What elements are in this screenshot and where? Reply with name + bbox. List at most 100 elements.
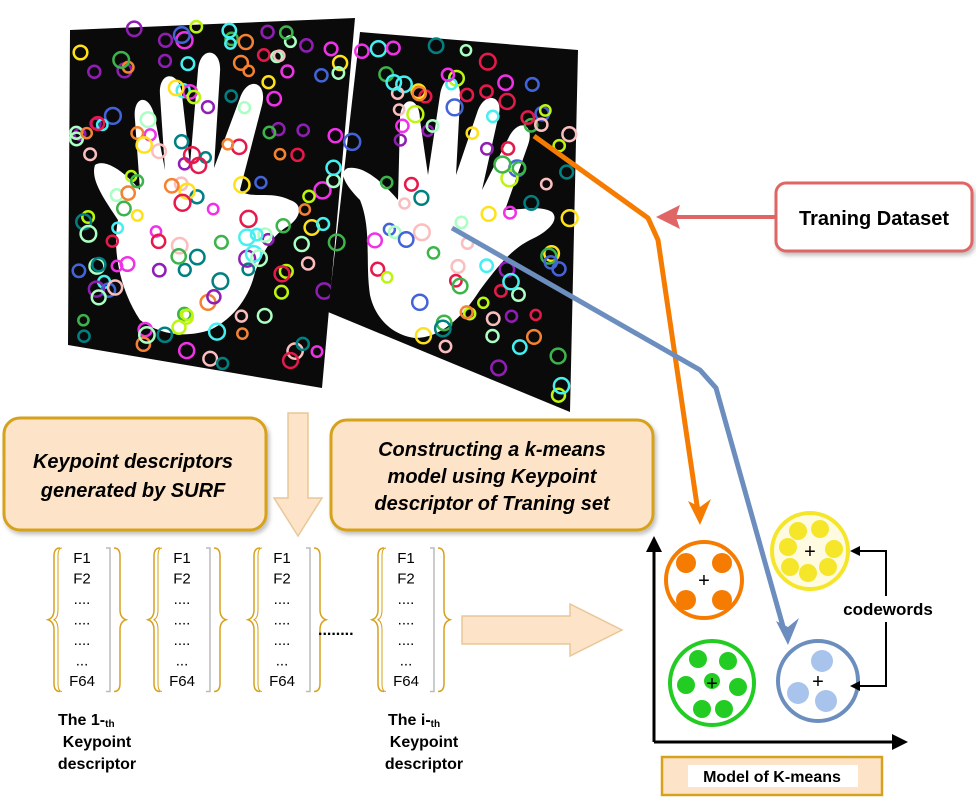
keypoint-ring-icon <box>90 289 107 306</box>
keypoint-ring-icon <box>170 248 188 265</box>
cluster-member-point <box>676 553 696 573</box>
keypoint-ring-icon <box>278 25 294 40</box>
keypoint-ring-icon <box>266 90 283 107</box>
keypoint-ring-icon <box>72 44 89 61</box>
keypoint-ring-icon <box>241 262 256 277</box>
keypoint-ring-icon <box>478 52 497 71</box>
training-dataset-box: Traning Dataset <box>774 181 974 253</box>
keypoint-ring-icon <box>298 203 312 216</box>
keypoint-ring-icon <box>157 53 173 69</box>
centroid-icon: + <box>812 671 824 693</box>
keypoint-ring-icon <box>327 127 344 144</box>
training-arrow <box>656 205 776 229</box>
cluster-member-point <box>781 558 799 576</box>
keypoint-ring-icon <box>500 141 516 156</box>
keypoint-ring-icon <box>561 126 578 143</box>
descriptor-feature: .... <box>174 591 191 608</box>
keypoint-ring-icon <box>413 189 430 207</box>
keypoint-ring-icon <box>221 22 238 39</box>
descriptor-feature: F1 <box>173 550 191 567</box>
keypoint-ring-icon <box>178 182 196 200</box>
keypoint-ring-icon <box>68 131 85 147</box>
keypoint-ring-icon <box>485 311 501 327</box>
orange-flow-arrow <box>532 133 701 513</box>
right-brace-icon <box>437 547 453 693</box>
centroid-icon: + <box>804 541 816 563</box>
keypoint-ring-icon <box>151 143 168 160</box>
keypoint-ring-icon <box>403 176 419 192</box>
cluster-member-point <box>676 590 696 610</box>
keypoint-ring-icon <box>237 101 252 115</box>
keypoint-ring-icon <box>115 200 132 217</box>
left-brace-inner-icon <box>152 547 163 692</box>
svg-text:Keypoint: Keypoint <box>63 734 132 751</box>
cluster-member-point <box>815 690 837 712</box>
kmeans-box-line2: model using Keypoint <box>388 466 598 488</box>
keypoint-ring-icon <box>150 233 167 250</box>
keypoint-ring-icon <box>151 262 167 278</box>
descriptor-feature: .... <box>74 612 91 629</box>
keypoint-ring-icon <box>451 277 469 295</box>
cluster-member-point <box>677 676 695 694</box>
keypoint-ring-icon <box>552 376 571 395</box>
model-label: Model of K-means <box>703 769 841 786</box>
keypoint-ring-icon <box>313 181 332 200</box>
descriptor-feature: .... <box>398 591 415 608</box>
keypoint-ring-icon <box>281 351 300 370</box>
keypoint-ring-icon <box>502 205 518 220</box>
keypoint-ring-icon <box>119 255 136 273</box>
keypoint-ring-icon <box>120 185 137 201</box>
descriptor-feature: F2 <box>273 571 291 588</box>
yellow-cluster: + <box>770 511 850 591</box>
keypoint-ring-icon <box>438 339 453 354</box>
keypoint-ring-icon <box>480 205 497 223</box>
keypoint-ring-icon <box>233 176 251 194</box>
keypoint-ring-icon <box>224 31 239 47</box>
keypoint-ring-icon <box>366 232 384 249</box>
blue-flow-arrow <box>450 225 787 631</box>
keypoint-ring-icon <box>426 246 441 260</box>
keypoint-ring-icon <box>236 327 249 340</box>
ith-descriptor-caption: The i-th Keypoint descriptor <box>385 712 463 773</box>
keypoint-ring-icon <box>278 263 294 280</box>
keypoint-ring-icon <box>299 38 314 53</box>
keypoint-ring-icon <box>398 197 411 210</box>
ellipsis-dots: ........ <box>318 622 354 639</box>
cluster-member-point <box>811 520 829 538</box>
keypoint-ring-icon <box>560 208 579 228</box>
descriptor-feature: F1 <box>397 550 415 567</box>
svg-text:Keypoint: Keypoint <box>390 734 459 751</box>
kmeans-box-line3: descriptor of Traning set <box>374 493 611 515</box>
descriptor-feature: F1 <box>73 550 91 567</box>
descriptor-feature: .... <box>274 591 291 608</box>
cluster-member-point <box>811 650 833 672</box>
keypoint-ring-icon <box>173 193 192 212</box>
descriptor-feature: .... <box>174 632 191 649</box>
keypoint-ring-icon <box>385 40 401 56</box>
keypoint-ring-icon <box>290 147 305 163</box>
hand-image-right <box>327 32 579 412</box>
cluster-member-point <box>689 650 707 668</box>
keypoint-ring-icon <box>406 105 425 124</box>
keypoint-ring-icon <box>314 67 329 83</box>
descriptor-feature: .... <box>174 612 191 629</box>
keypoint-ring-icon <box>543 245 561 263</box>
keypoint-ring-icon <box>234 309 249 323</box>
keypoint-ring-icon <box>157 32 174 48</box>
keypoint-ring-icon <box>493 155 512 174</box>
keypoint-ring-icon <box>177 341 196 360</box>
keypoint-ring-icon <box>221 137 235 151</box>
descriptor-feature: .... <box>74 632 91 649</box>
descriptor-feature: .... <box>274 612 291 629</box>
descriptor-feature: .... <box>74 591 91 608</box>
keypoint-ring-icon <box>459 87 475 103</box>
keypoint-ring-icon <box>293 235 310 253</box>
keypoint-ring-icon <box>498 92 516 111</box>
keypoint-ring-icon <box>180 308 194 322</box>
codewords-bracket <box>828 546 944 691</box>
keypoint-ring-icon <box>257 227 273 243</box>
keypoint-ring-icon <box>450 258 466 275</box>
cluster-member-point <box>779 538 797 556</box>
